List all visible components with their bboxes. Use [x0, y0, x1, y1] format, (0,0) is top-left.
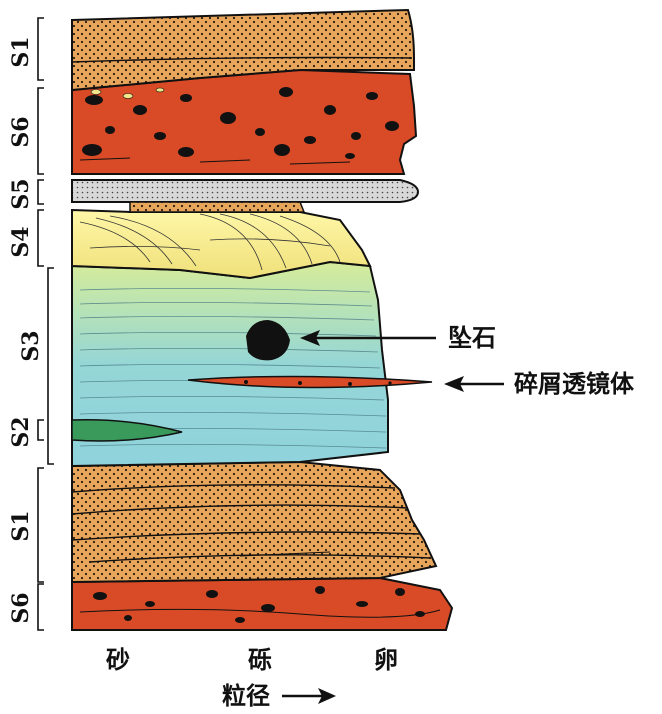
unit-label-s2: S2: [8, 416, 34, 447]
layer-s6-upper: [71, 68, 418, 175]
layer-s6-lower: [71, 576, 454, 631]
layer-s2-green-lens: [71, 419, 183, 442]
unit-label-s3: S3: [18, 330, 44, 361]
unit-label-s6-lower: S6: [8, 592, 34, 623]
layer-s5: [71, 179, 420, 213]
layer-s1-lower: [71, 460, 438, 584]
dropstone-label: 坠石: [448, 324, 496, 352]
dropstone-arrow: [300, 330, 436, 346]
grain-size-gravel: 砾: [248, 646, 272, 674]
dropstone-shape: [246, 320, 290, 361]
debris-lens-label: 碎屑透镜体: [514, 370, 635, 398]
grain-size-axis-title: 粒径: [222, 682, 270, 710]
unit-label-s5: S5: [8, 178, 34, 209]
unit-label-s1-lower: S1: [8, 510, 34, 541]
unit-label-s4: S4: [8, 226, 34, 257]
unit-brackets: [37, 17, 54, 631]
grain-size-cobble: 卵: [374, 646, 398, 674]
unit-label-s1-top: S1: [8, 36, 34, 67]
grain-size-arrow-icon: [282, 688, 336, 704]
debris-lens-shape: [187, 375, 433, 389]
unit-label-s6-upper: S6: [8, 116, 34, 147]
layer-s1-upper: [71, 8, 415, 92]
grain-size-sand: 砂: [106, 646, 130, 674]
debris-lens-arrow: [444, 376, 504, 392]
